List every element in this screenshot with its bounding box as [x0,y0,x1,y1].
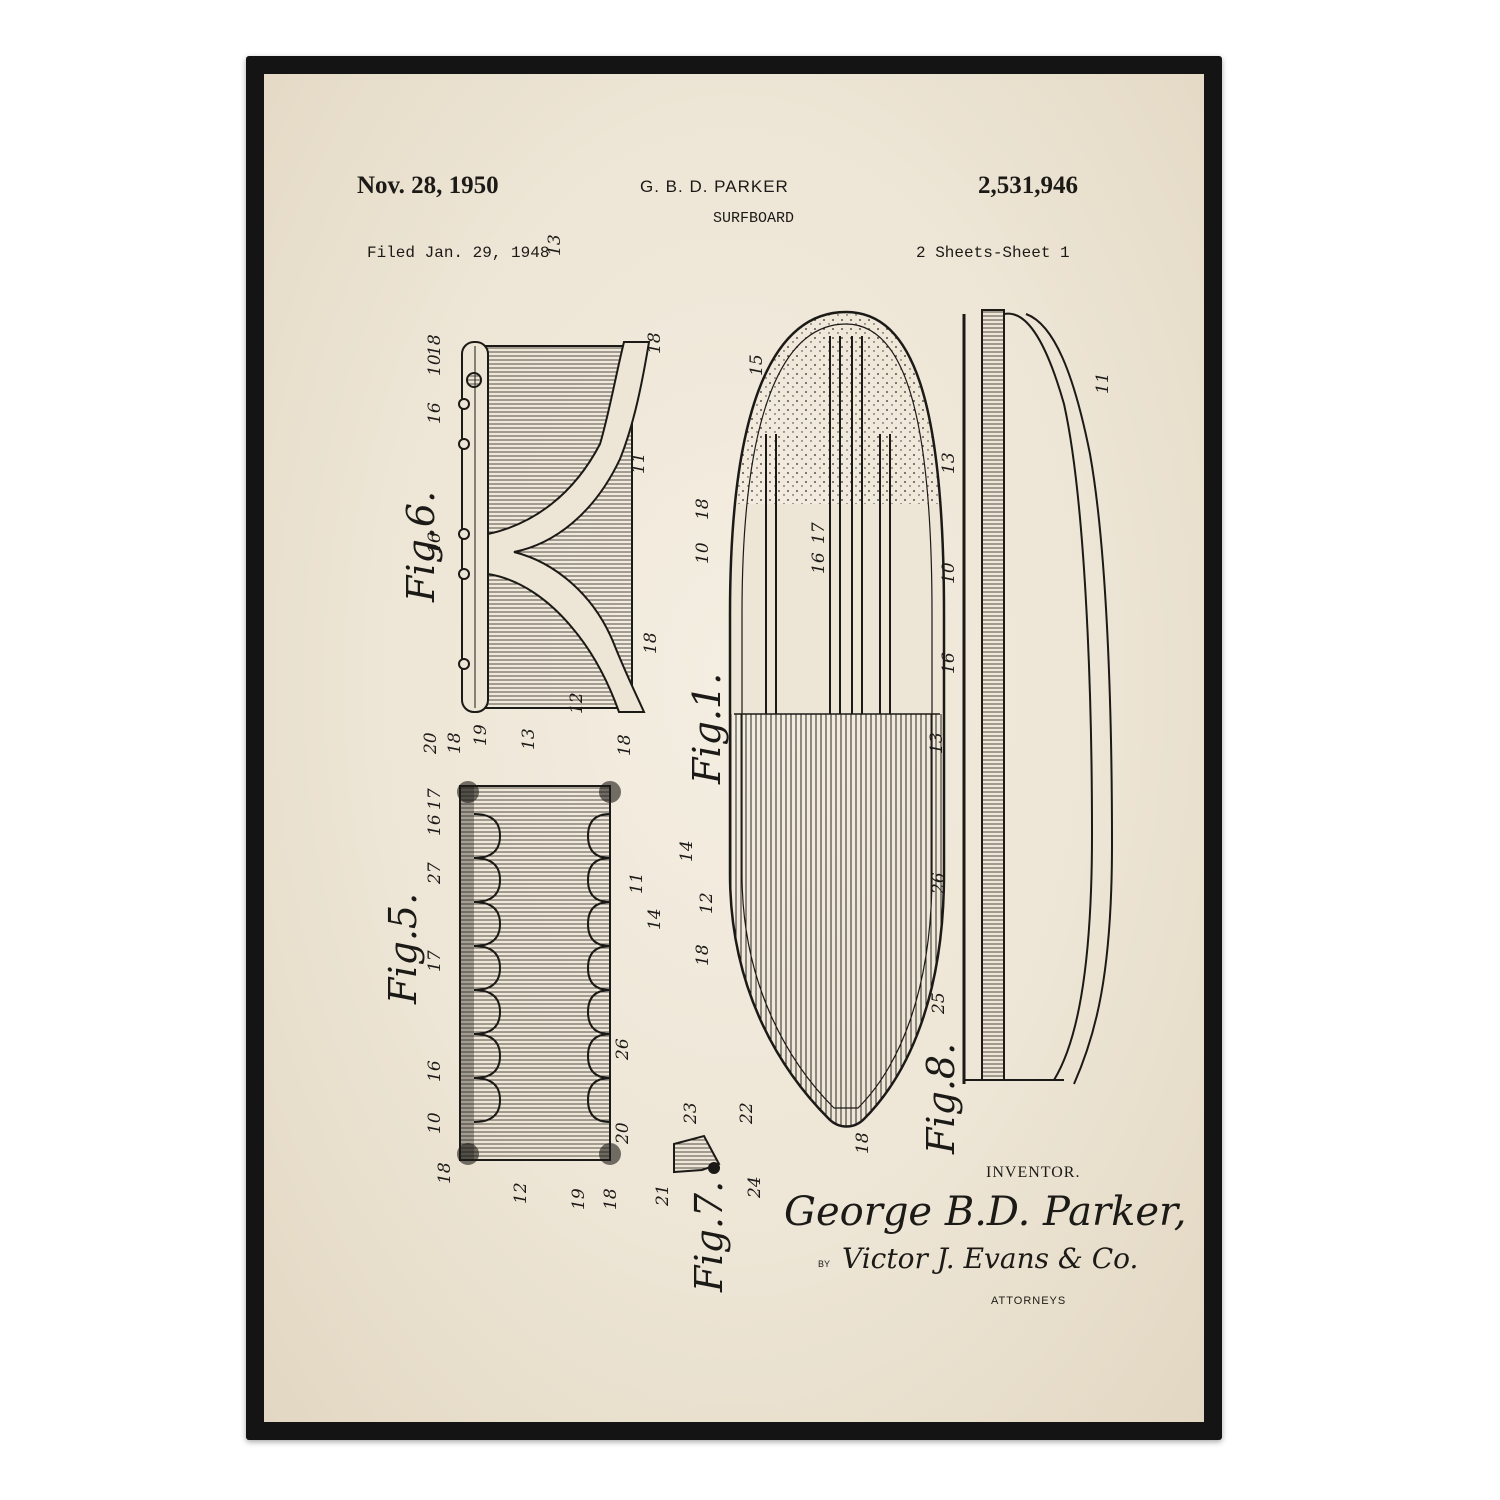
inventor-name-heading: G. B. D. PARKER [640,177,789,196]
inventor-label: INVENTOR. [986,1164,1081,1181]
ref-16: 16 [939,652,959,674]
patent-number: 2,531,946 [978,172,1078,199]
ref-18: 18 [425,334,445,356]
ref-11: 11 [1093,372,1113,394]
ref-18: 18 [693,944,713,966]
by-label: BY [818,1259,831,1269]
ref-17: 17 [425,788,445,810]
ref-18: 18 [615,734,635,756]
ref-17: 17 [425,950,445,972]
ref-13: 13 [545,234,565,256]
ref-22: 22 [737,1102,757,1125]
ref-23: 23 [681,1102,701,1125]
ref-20: 20 [421,732,441,755]
ref-15: 15 [747,354,767,376]
ref-16: 16 [425,402,445,424]
ref-18: 18 [445,732,465,754]
ref-13: 13 [927,732,947,754]
ref-20: 20 [613,1122,633,1145]
ref-16: 16 [425,814,445,836]
ref-24: 24 [745,1176,765,1199]
filed-date: Filed Jan. 29, 1948 [367,244,550,262]
ref-26: 26 [613,1038,633,1061]
ref-18: 18 [853,1132,873,1154]
figure-1-drawing [728,310,946,1128]
ref-18: 18 [693,498,713,520]
ref-12: 12 [567,692,587,714]
fig5-label: Fig.5. [381,893,425,1005]
ref-14: 14 [677,840,697,862]
ref-16: 16 [809,552,829,574]
ref-12: 12 [511,1182,531,1204]
ref-10: 10 [425,1112,445,1134]
ref-18: 18 [435,1162,455,1184]
ref-26: 26 [929,872,949,895]
ref-21: 21 [653,1184,673,1207]
patent-title: SURFBOARD [713,210,795,227]
ref-18: 18 [601,1188,621,1210]
ref-18: 18 [641,632,661,654]
fig8-label: Fig.8. [919,1043,963,1155]
figure-5-drawing [457,781,621,1165]
fig1-label: Fig.1. [685,673,729,785]
fig7-label: Fig.7. [687,1181,731,1293]
fig6-label: Fig.6. [399,491,443,603]
ref-16: 16 [425,1060,445,1082]
figure-7-drawing [673,1134,721,1174]
sheet-count: 2 Sheets-Sheet 1 [916,244,1070,262]
ref-16: 16 [425,532,445,554]
attorneys-label: ATTORNEYS [991,1295,1067,1307]
ref-14: 14 [645,908,665,930]
patent-date: Nov. 28, 1950 [357,172,499,199]
ref-19: 19 [569,1188,589,1210]
ref-13: 13 [519,728,539,750]
attorney-signature: Victor J. Evans & Co. [842,1242,1139,1275]
patent-drawings: Fig.6. 18 10 16 16 13 18 11 18 12 Fig.5.… [381,234,1114,1293]
ref-25: 25 [929,992,949,1015]
ref-10: 10 [693,542,713,564]
figure-8-drawing [962,309,1114,1085]
ref-11: 11 [629,452,649,474]
ref-18: 18 [645,332,665,354]
ref-27: 27 [425,862,445,885]
ref-13: 13 [939,452,959,474]
ref-10: 10 [939,562,959,584]
patent-sheet: Nov. 28, 1950 G. B. D. PARKER SURFBOARD … [264,74,1204,1422]
ref-17: 17 [809,522,829,544]
ref-19: 19 [471,724,491,746]
ref-11: 11 [627,872,647,894]
ref-10: 10 [425,354,445,376]
ref-12: 12 [697,892,717,914]
inventor-signature: George B.D. Parker, [784,1189,1187,1235]
figure-6-drawing [458,341,651,713]
